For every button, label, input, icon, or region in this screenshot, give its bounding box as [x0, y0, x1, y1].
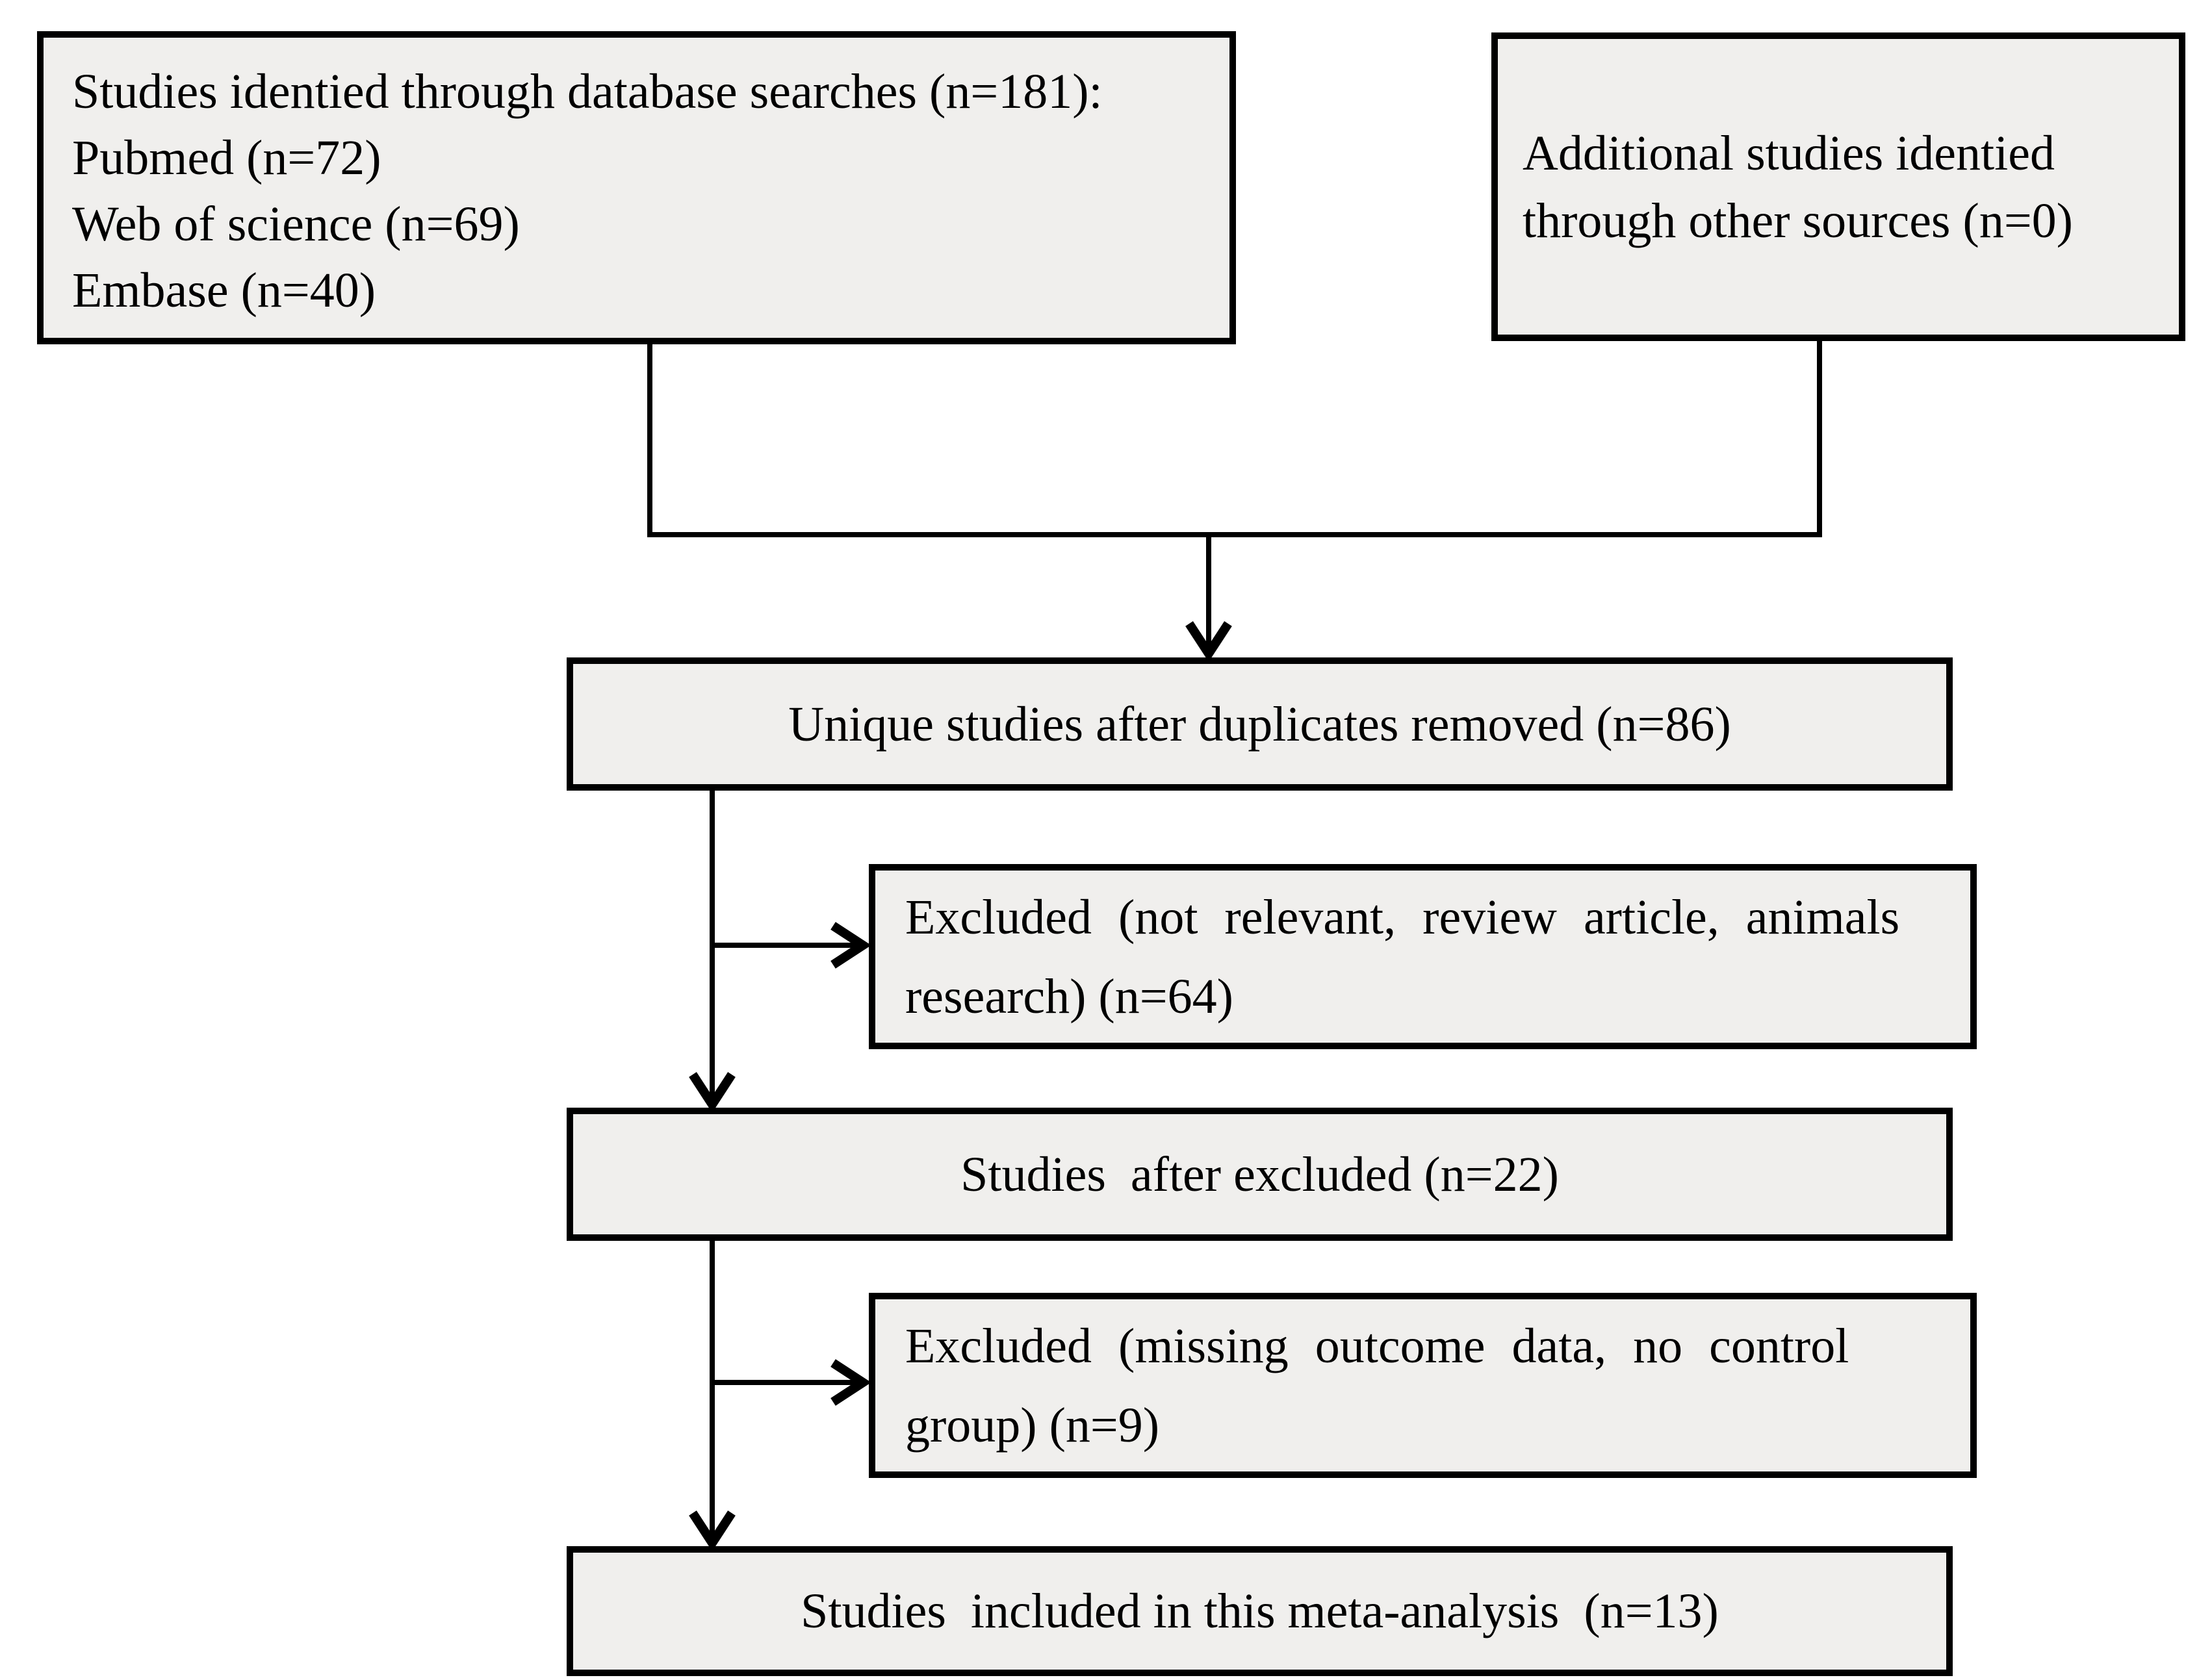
additional-sources-line1: Additional studies identied: [1523, 125, 2055, 181]
arrow-to-excluded-eligibility-head: [830, 1359, 871, 1406]
box-excluded-screening: Excluded (not relevant, review article, …: [869, 864, 1977, 1049]
unique-studies-text: Unique studies after duplicates removed …: [788, 696, 1731, 752]
studies-after-excluded-text: Studies after excluded (n=22): [960, 1147, 1559, 1202]
arrow-unique-to-after-head: [689, 1072, 736, 1113]
box-additional-sources: Additional studies identied through othe…: [1491, 32, 2185, 341]
box-excluded-eligibility: Excluded (missing outcome data, no contr…: [869, 1293, 1977, 1478]
arrow-after-to-included-head: [689, 1510, 736, 1551]
excluded-eligibility-line1: Excluded (missing outcome data, no contr…: [905, 1318, 1849, 1373]
database-searches-title: Studies identied through database search…: [72, 64, 1103, 119]
excluded-screening-line1: Excluded (not relevant, review article, …: [905, 889, 1900, 945]
arrow-to-excluded-screening-head: [830, 922, 871, 969]
database-webofscience-count: Web of science (n=69): [72, 197, 520, 251]
additional-sources-line2: through other sources (n=0): [1523, 193, 2073, 248]
box-database-searches: Studies identied through database search…: [37, 31, 1236, 344]
box-included-meta-analysis: Studies included in this meta-analysis (…: [567, 1546, 1953, 1676]
excluded-eligibility-line2: group) (n=9): [905, 1397, 1160, 1453]
box-studies-after-excluded: Studies after excluded (n=22): [567, 1108, 1953, 1241]
excluded-screening-line2: research) (n=64): [905, 969, 1233, 1024]
arrow-to-unique-head: [1185, 621, 1232, 662]
box-unique-studies: Unique studies after duplicates removed …: [567, 657, 1953, 791]
included-meta-analysis-text: Studies included in this meta-analysis (…: [801, 1584, 1719, 1638]
database-embase-count: Embase (n=40): [72, 263, 376, 318]
database-pubmed-count: Pubmed (n=72): [72, 131, 381, 185]
